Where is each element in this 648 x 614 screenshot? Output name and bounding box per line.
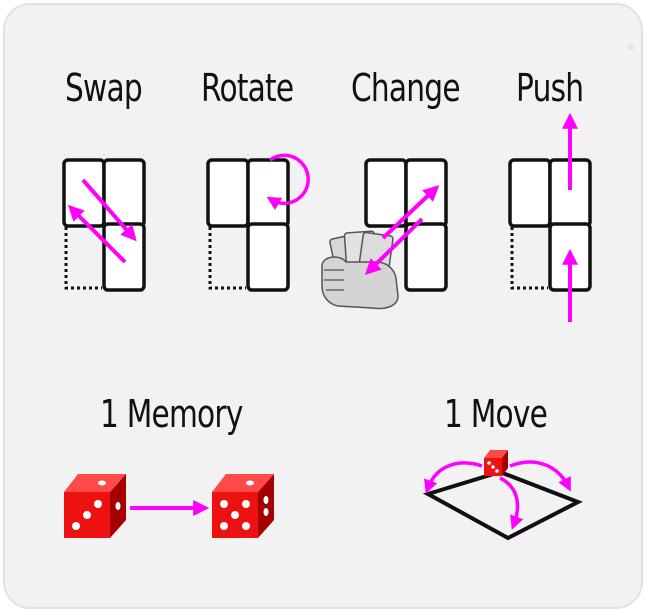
swap-card-bottom-right	[102, 222, 146, 292]
panel-background	[3, 3, 643, 609]
change-title: Change	[351, 66, 461, 110]
rotate-title: Rotate	[201, 66, 294, 110]
change-card-top-right	[404, 158, 448, 228]
change-arrow-out	[381, 185, 440, 240]
swap-card-top-left	[62, 158, 106, 228]
rotate-card-top-left	[206, 158, 250, 228]
move-title: 1 Move	[444, 392, 548, 436]
rotate-arrow	[266, 153, 310, 210]
rotate-empty-slot	[208, 227, 246, 290]
push-card-top-left	[508, 158, 552, 228]
push-illustration	[508, 112, 592, 322]
swap-arrow-down	[81, 178, 137, 242]
push-title: Push	[516, 66, 584, 110]
change-card-top-left	[364, 158, 408, 228]
hand-holding-cards-icon	[321, 230, 399, 310]
move-arrow-left	[424, 461, 483, 494]
change-card-bottom-right	[404, 222, 448, 292]
memory-illustration	[64, 474, 274, 538]
rotate-card-bottom-right	[246, 222, 290, 292]
die-left-icon	[64, 474, 126, 538]
die-small-icon	[484, 450, 508, 476]
move-board-square	[422, 469, 583, 541]
change-arrow-in	[364, 217, 424, 276]
rotate-card-top-right	[246, 158, 290, 228]
memory-title: 1 Memory	[100, 392, 243, 436]
move-arrow-right	[509, 460, 571, 492]
swap-illustration	[62, 158, 146, 292]
swap-arrow-up	[67, 204, 127, 264]
push-empty-slot	[510, 227, 548, 290]
swap-empty-slot	[64, 227, 102, 290]
change-illustration	[321, 158, 448, 310]
rotate-illustration	[206, 153, 310, 292]
move-arrow-down	[499, 476, 524, 530]
swap-card-top-right	[102, 158, 146, 228]
die-right-icon	[212, 474, 274, 538]
panel-dot	[628, 44, 634, 50]
move-illustration	[422, 450, 583, 541]
swap-title: Swap	[65, 66, 143, 110]
